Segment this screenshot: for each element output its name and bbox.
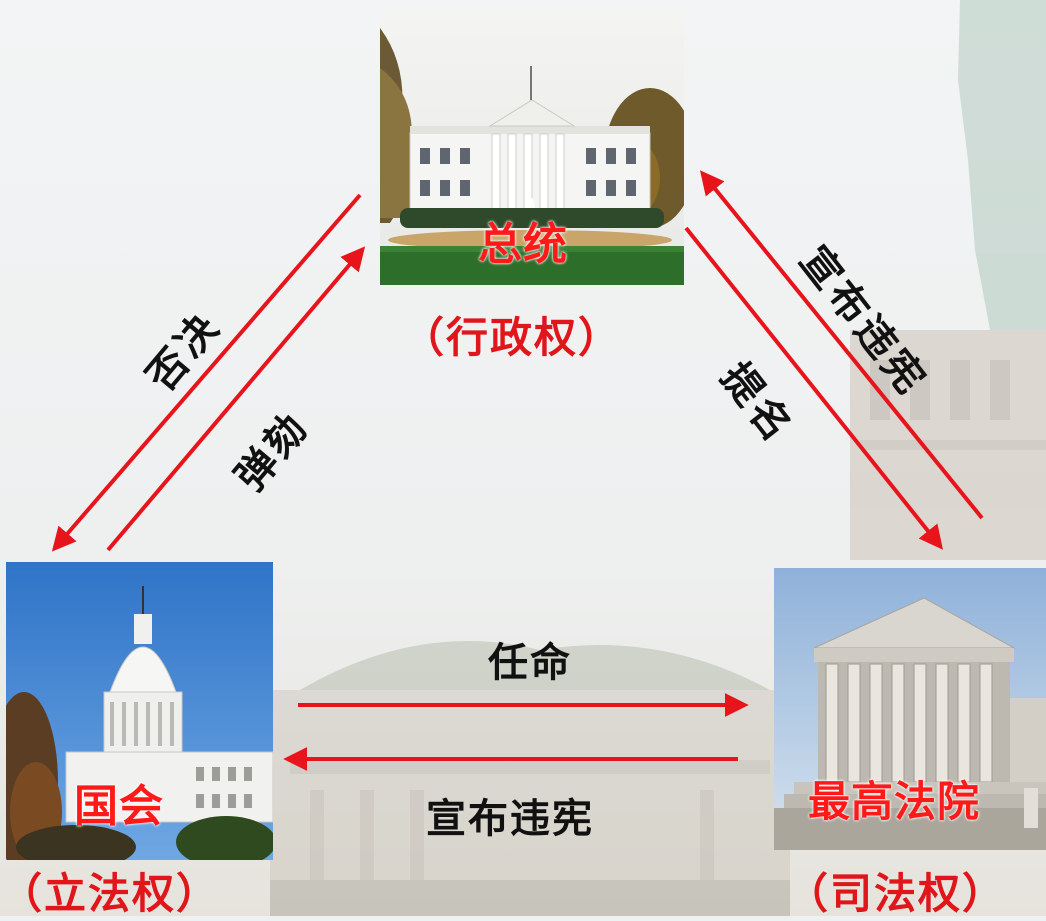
white-house-image	[380, 8, 684, 285]
executive-power-label: （行政权）	[402, 313, 623, 362]
appoint-label: 任命	[488, 640, 572, 686]
supreme-court-image	[774, 568, 1046, 850]
capitol-image	[6, 562, 273, 860]
judicial-power-label: （司法权）	[786, 869, 1007, 918]
declare-unconstitutional-leg-label: 宣布违宪	[426, 796, 594, 842]
legislative-power-label: （立法权）	[0, 869, 221, 918]
supreme-court-label: 最高法院	[808, 777, 981, 826]
congress-label: 国会	[74, 781, 164, 832]
president-label: 总统	[478, 219, 568, 270]
